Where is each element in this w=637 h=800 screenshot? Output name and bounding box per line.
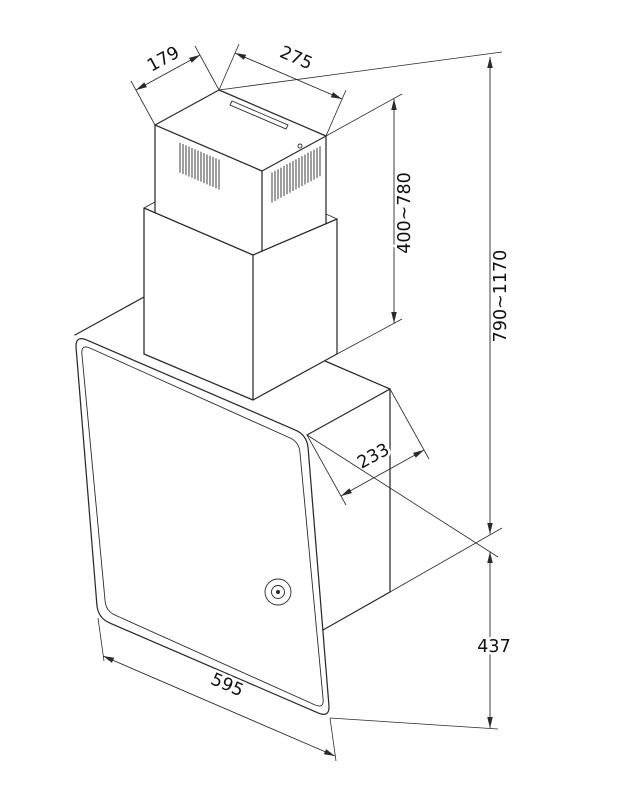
dim-label-437: 437 xyxy=(477,637,510,657)
dim-line-233 xyxy=(340,449,425,497)
hood-right-top-edge xyxy=(306,388,391,436)
ext-line xyxy=(389,527,503,593)
dimension-hood-body-height: 437 xyxy=(306,434,513,730)
outer-rim-back-left-stub xyxy=(143,201,156,209)
dim-label-275: 275 xyxy=(277,43,316,75)
vent-slots-left-group xyxy=(179,142,220,190)
outer-rim-front-right xyxy=(252,218,338,256)
outer-base-front-right xyxy=(252,353,338,401)
dim-label-400-780: 400~780 xyxy=(395,172,415,253)
dimension-chimney-height-range: 400~780 xyxy=(325,93,418,355)
outer-rim-back-right-stub xyxy=(325,213,338,220)
dim-line-179 xyxy=(135,54,201,91)
blower-center-dot xyxy=(276,590,280,594)
chimney-outer-section xyxy=(143,201,338,401)
ext-line xyxy=(325,93,403,137)
ext-line xyxy=(389,388,430,460)
blower-outer-ring xyxy=(264,578,292,606)
ext-line xyxy=(130,80,156,126)
ext-line xyxy=(194,45,220,91)
ext-line xyxy=(329,717,499,730)
dim-line-275 xyxy=(234,52,343,100)
dim-line-595 xyxy=(102,655,336,757)
chimney-top-mounting-slot xyxy=(229,100,289,130)
dimension-total-height-range: 790~1170 xyxy=(218,51,514,593)
hood-glass-panel xyxy=(75,338,330,715)
chimney-inner-section xyxy=(154,89,327,252)
ext-line xyxy=(218,43,240,91)
outer-base-front-left xyxy=(143,353,254,401)
dim-label-790-1170: 790~1170 xyxy=(491,250,511,343)
ext-line xyxy=(97,617,105,662)
hood-top-left-edge xyxy=(74,296,145,336)
ext-line xyxy=(325,89,347,137)
ext-line xyxy=(336,318,403,355)
outer-rim-front-left xyxy=(143,207,254,256)
chimney-top-face xyxy=(154,89,327,172)
dim-label-179: 179 xyxy=(144,43,183,77)
chimney-top-hole xyxy=(297,143,303,149)
blower-knob xyxy=(264,578,292,606)
glass-outer-outline xyxy=(75,338,330,715)
ext-line xyxy=(306,434,499,558)
hood-bottom-right-edge xyxy=(322,591,391,631)
ext-line xyxy=(218,51,503,91)
hood-top-rear-edge xyxy=(324,360,391,390)
vent-slots-right-group xyxy=(271,146,321,203)
blower-inner-ring xyxy=(271,585,285,599)
ext-line xyxy=(306,434,347,506)
